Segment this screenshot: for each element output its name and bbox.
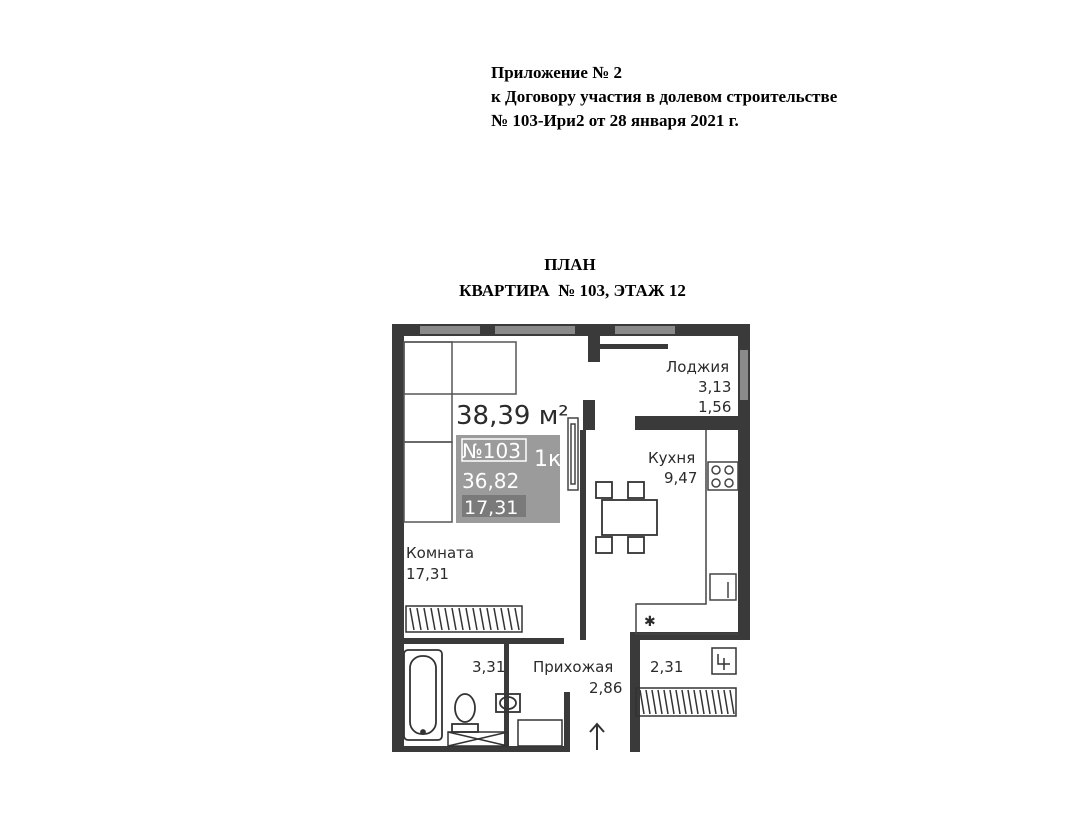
loggia-walls — [583, 344, 740, 430]
appendix-line-1: Приложение № 2 — [491, 63, 622, 82]
living-total-label: 36,82 — [462, 469, 519, 493]
fridge-icon: ✱ — [644, 614, 656, 630]
room-wardrobe-icon — [405, 605, 523, 633]
plan-title: ПЛАН КВАРТИРА № 103, ЭТАЖ 12 — [0, 252, 1076, 304]
closet-area: 2,31 — [650, 658, 683, 676]
appendix-line-3: № 103-Ири2 от 28 января 2021 г. — [491, 111, 739, 130]
apartment-number-label: №103 — [462, 439, 521, 463]
washing-machine-icon — [447, 731, 509, 747]
living-room-name: Комната — [406, 544, 474, 562]
apartment-floor-plan: ✱ 38,39 м² №103 1к — [392, 324, 750, 752]
utility-box — [517, 719, 563, 747]
entrance-arrow-icon — [589, 722, 605, 750]
dining-table-icon — [595, 481, 658, 554]
living-room-area: 17,31 — [406, 565, 449, 583]
loggia-name: Лоджия — [666, 358, 729, 376]
loggia-area-2: 1,56 — [698, 398, 731, 416]
bathroom-area: 3,31 — [472, 658, 505, 676]
hallway-area: 2,86 — [589, 679, 622, 697]
kitchen-area: 9,47 — [664, 469, 697, 487]
toilet-icon — [451, 693, 479, 733]
living-room-badge-area: 17,31 — [464, 497, 518, 519]
wardrobe-icon — [567, 417, 579, 491]
plan-title-line-2: КВАРТИРА № 103, ЭТАЖ 12 — [459, 281, 686, 300]
plan-title-line-1: ПЛАН — [544, 255, 596, 274]
sofa-icon — [403, 341, 517, 523]
windows — [420, 326, 748, 400]
area-badge — [456, 435, 560, 523]
appendix-line-2: к Договору участия в долевом строительст… — [491, 87, 838, 106]
electrical-panel-icon — [711, 647, 737, 675]
kitchen-counter — [635, 430, 739, 635]
hallway-name: Прихожая — [533, 658, 613, 676]
total-area-label: 38,39 м² — [456, 401, 569, 431]
bathtub-icon — [403, 649, 443, 741]
closet-wardrobe-icon — [635, 687, 737, 717]
loggia-area: 3,13 — [698, 378, 731, 396]
rooms-count-label: 1к — [534, 447, 561, 472]
kitchen-name: Кухня — [648, 449, 695, 467]
appendix-header: Приложение № 2 к Договору участия в доле… — [491, 61, 837, 133]
sink-icon — [495, 693, 521, 713]
